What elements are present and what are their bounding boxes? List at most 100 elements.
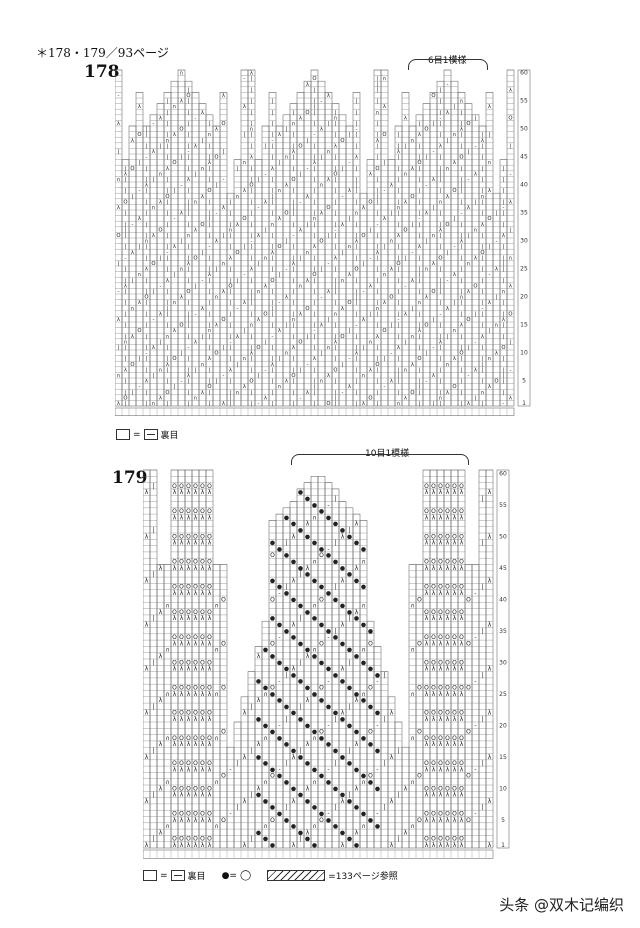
stitch-symbol: | (426, 155, 428, 161)
stitch-symbol: | (419, 334, 421, 340)
stitch-symbol: O (431, 811, 436, 818)
stitch-symbol: | (272, 255, 274, 261)
stitch-symbol: ● (340, 603, 345, 610)
stitch-symbol: | (146, 367, 148, 373)
stitch-symbol: | (125, 356, 127, 362)
stitch-symbol: | (377, 323, 379, 329)
stitch-symbol: λ (474, 171, 477, 177)
stitch-symbol: ● (298, 829, 303, 836)
stitch-symbol: - (132, 222, 134, 228)
stitch-symbol: | (461, 367, 463, 373)
stitch-symbol: O (424, 710, 429, 717)
stitch-symbol: λ (509, 283, 512, 289)
stitch-symbol: O (487, 216, 491, 222)
stitch-symbol: ∩ (312, 735, 316, 742)
stitch-symbol: | (152, 792, 154, 799)
row-number-label: 60 (499, 470, 507, 477)
stitch-symbol: - (327, 546, 329, 553)
stitch-symbol: ∩ (488, 160, 492, 166)
stitch-symbol: λ (460, 716, 464, 723)
stitch-symbol: λ (425, 792, 429, 799)
stitch-symbol: λ (432, 792, 436, 799)
stitch-symbol: ● (333, 785, 338, 792)
stitch-symbol: | (461, 222, 463, 228)
stitch-symbol: - (370, 255, 372, 261)
stitch-symbol: | (167, 306, 169, 312)
stitch-symbol: λ (355, 155, 358, 161)
stitch-symbol: | (293, 222, 295, 228)
stitch-symbol: | (335, 211, 337, 217)
stitch-symbol: ∩ (327, 149, 331, 155)
stitch-symbol: λ (257, 233, 260, 239)
stitch-symbol: | (468, 345, 470, 351)
stitch-symbol: | (146, 188, 148, 194)
stitch-symbol: | (209, 143, 211, 149)
grid-body: λ∩|λ-|Oλ∩|λ-|O||λ||∩|||||λ||-|||||O||λ||… (115, 69, 515, 407)
stitch-symbol: - (376, 811, 378, 818)
stitch-symbol: ● (298, 754, 303, 761)
stitch-symbol: - (272, 138, 274, 144)
stitch-symbol: λ (404, 115, 407, 121)
stitch-symbol: | (482, 244, 484, 250)
stitch-symbol: O (172, 785, 177, 792)
stitch-symbol: | (251, 401, 253, 407)
stitch-symbol: | (328, 121, 330, 127)
stitch-symbol: O (193, 609, 198, 616)
stitch-symbol: | (314, 222, 316, 228)
stitch-symbol: λ (425, 842, 429, 849)
stitch-symbol: ● (263, 760, 268, 767)
stitch-symbol: λ (180, 741, 184, 748)
stitch-symbol: - (188, 345, 190, 351)
stitch-symbol: λ (369, 283, 372, 289)
stitch-symbol: λ (425, 766, 429, 773)
stitch-symbol: | (188, 211, 190, 217)
stitch-symbol: | (356, 222, 358, 228)
stitch-symbol: O (291, 177, 295, 183)
stitch-symbol: | (167, 177, 169, 183)
stitch-symbol: O (368, 773, 373, 780)
stitch-symbol: | (152, 527, 154, 534)
stitch-symbol: λ (446, 110, 449, 116)
row-number-label: 40 (499, 596, 507, 603)
stitch-symbol: λ (187, 716, 191, 723)
row-number-label: 55 (499, 502, 507, 509)
stitch-symbol: ● (347, 685, 352, 692)
stitch-symbol: O (361, 233, 365, 239)
stitch-symbol: λ (439, 842, 443, 849)
stitch-symbol: | (419, 121, 421, 127)
stitch-symbol: λ (145, 798, 149, 805)
stitch-symbol: | (209, 334, 211, 340)
stitch-symbol: O (179, 811, 184, 818)
stitch-symbol: λ (264, 283, 267, 289)
stitch-symbol: ● (312, 577, 317, 584)
stitch-symbol: ∩ (187, 233, 191, 239)
stitch-symbol: ● (326, 703, 331, 710)
stitch-symbol: | (209, 300, 211, 306)
stitch-symbol: ● (361, 697, 366, 704)
stitch-symbol: | (405, 255, 407, 261)
stitch-symbol: λ (453, 792, 457, 799)
stitch-symbol: | (250, 703, 252, 710)
stitch-symbol: λ (460, 239, 463, 245)
stitch-symbol: λ (425, 817, 429, 824)
stitch-symbol: | (230, 278, 232, 284)
stitch-symbol: - (251, 239, 253, 245)
stitch-symbol: λ (383, 300, 386, 306)
stitch-symbol: λ (432, 842, 436, 849)
stitch-symbol: | (146, 211, 148, 217)
stitch-symbol: ∩ (243, 160, 247, 166)
stitch-symbol: λ (432, 691, 436, 698)
stitch-symbol: O (333, 171, 337, 177)
stitch-symbol: ∩ (327, 345, 331, 351)
stitch-symbol: λ (362, 317, 365, 323)
stitch-symbol: | (195, 171, 197, 177)
stitch-symbol: | (482, 155, 484, 161)
stitch-symbol: ∩ (312, 779, 316, 786)
stitch-symbol: ● (375, 785, 380, 792)
stitch-symbol: ● (340, 716, 345, 723)
stitch-symbol: ∩ (446, 362, 450, 368)
stitch-symbol: λ (201, 194, 204, 200)
row-number-label: 50 (499, 533, 507, 540)
stitch-symbol: | (356, 244, 358, 250)
stitch-symbol: | (146, 177, 148, 183)
